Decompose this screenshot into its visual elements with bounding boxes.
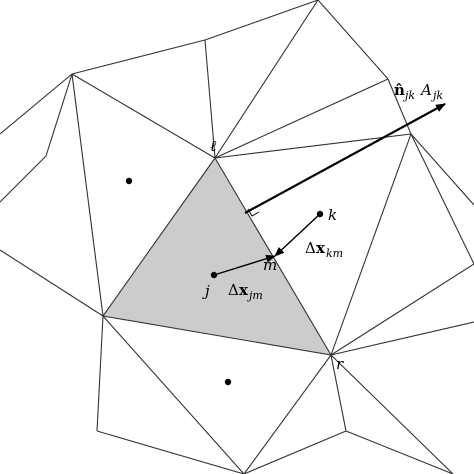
mesh-edge xyxy=(410,133,474,206)
delta-symbol: Δ xyxy=(228,281,239,299)
mesh-edge xyxy=(214,0,319,159)
point-m-label: m xyxy=(263,256,277,274)
x-bold-symbol: x xyxy=(316,239,326,257)
mesh-edge xyxy=(71,73,216,159)
delta-x-km-label: Δ x km xyxy=(305,239,343,260)
mesh-edge xyxy=(71,39,206,75)
mesh-edge xyxy=(96,430,245,474)
mesh-edge xyxy=(96,315,104,432)
mesh-edge xyxy=(71,73,104,317)
delta-x-km-arrow xyxy=(274,213,321,257)
subscript-km: km xyxy=(326,247,343,260)
mesh-edge xyxy=(243,354,332,474)
normal-vector-label: n̂ jk A jk xyxy=(394,81,443,102)
delta-x-jm-arrow xyxy=(213,254,276,276)
vertex-ell-label: ℓ xyxy=(210,137,216,155)
mesh-edge xyxy=(204,39,216,159)
cell-center-dot-bottom xyxy=(224,378,232,386)
subscript-jk: jk xyxy=(430,89,443,102)
mesh-edge xyxy=(102,315,245,474)
delta-symbol: Δ xyxy=(305,239,316,257)
mesh-edge xyxy=(330,263,474,356)
cell-center-dot-left xyxy=(125,177,133,185)
vertex-r-label: r xyxy=(336,355,344,373)
mesh-edge xyxy=(330,133,412,356)
mesh-edge xyxy=(330,321,474,356)
delta-x-jm-label: Δ x jm xyxy=(228,281,263,302)
point-j-label: j xyxy=(202,282,210,300)
mesh-edge xyxy=(0,73,73,135)
subscript-jm: jm xyxy=(246,289,263,302)
point-k-label: k xyxy=(328,206,337,224)
mesh-edge xyxy=(45,73,73,157)
mesh-edge xyxy=(410,133,474,265)
mesh-edge xyxy=(214,133,412,159)
mesh-edge xyxy=(330,354,454,474)
mesh-edge xyxy=(345,430,454,474)
mesh-edge xyxy=(0,249,104,317)
mesh-edge xyxy=(243,430,347,474)
mesh-edge xyxy=(330,354,347,432)
mesh-edge xyxy=(317,0,389,80)
x-bold-symbol: x xyxy=(239,281,249,299)
shaded-triangle-cell xyxy=(102,156,333,356)
mesh-edge xyxy=(0,155,47,203)
area-symbol: A xyxy=(419,81,432,99)
mesh-edge xyxy=(214,78,389,159)
mesh-edge xyxy=(204,0,319,41)
n-hat-symbol: n̂ xyxy=(394,81,405,99)
normal-vector-arrow xyxy=(244,103,446,214)
subscript-jk: jk xyxy=(402,89,415,102)
right-angle-marker xyxy=(247,208,260,217)
